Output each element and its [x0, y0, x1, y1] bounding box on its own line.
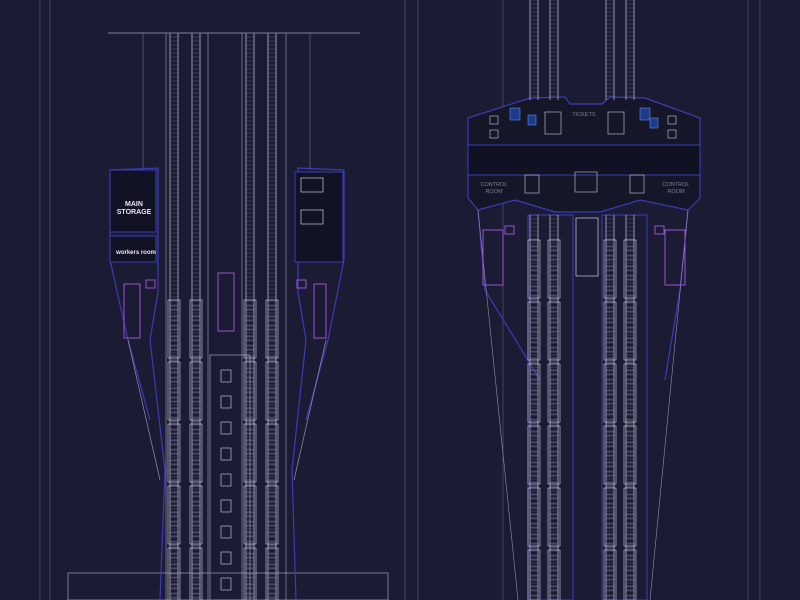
track-right-top-1	[549, 0, 559, 100]
train-car	[527, 549, 541, 600]
train-car	[189, 485, 203, 545]
track-right-top-0	[529, 0, 539, 100]
track-right-top-2	[605, 0, 615, 100]
storage-slot	[220, 499, 232, 513]
train-car	[547, 487, 561, 547]
train-car	[243, 361, 257, 421]
train-car	[243, 485, 257, 545]
train-car	[623, 425, 637, 485]
train-car	[623, 239, 637, 299]
train-car	[527, 239, 541, 299]
train-car	[265, 361, 279, 421]
storage-slot	[220, 421, 232, 435]
track-right-top-3	[625, 0, 635, 100]
train-car	[527, 363, 541, 423]
train-car	[243, 299, 257, 359]
right-plan: TICKETS CONTROL ROOM CONTROL ROOM	[467, 0, 701, 600]
train-car	[167, 485, 181, 545]
track-left-3	[265, 32, 279, 600]
workers-room-label: workers room	[115, 250, 156, 256]
track-right-0	[527, 214, 541, 600]
train-car	[189, 361, 203, 421]
train-car	[623, 549, 637, 600]
train-car	[603, 487, 617, 547]
control-room-left-label-1: CONTROL	[481, 182, 508, 188]
train-car	[603, 301, 617, 361]
train-car	[167, 547, 181, 600]
frame-lines	[39, 0, 761, 600]
train-car	[623, 487, 637, 547]
train-car	[167, 361, 181, 421]
train-car	[547, 425, 561, 485]
storage-slot	[220, 577, 232, 591]
control-room-right-label-1: CONTROL	[663, 182, 690, 188]
track-left-0	[167, 32, 181, 600]
train-car	[527, 425, 541, 485]
train-car	[243, 547, 257, 600]
tracks-left	[165, 32, 287, 600]
train-car	[623, 363, 637, 423]
train-car	[547, 239, 561, 299]
control-room-right-label-2: ROOM	[667, 189, 685, 195]
track-left-2	[243, 32, 257, 600]
train-car	[527, 487, 541, 547]
train-car	[603, 239, 617, 299]
train-car	[265, 423, 279, 483]
train-car	[265, 299, 279, 359]
train-car	[167, 299, 181, 359]
track-right-1	[547, 214, 561, 600]
main-storage-label-1: MAIN	[125, 201, 143, 208]
train-car	[547, 549, 561, 600]
control-room-left-label-2: ROOM	[485, 189, 503, 195]
storage-slot	[220, 395, 232, 409]
train-car	[265, 485, 279, 545]
train-car	[189, 299, 203, 359]
tracks-right	[527, 0, 637, 600]
train-car	[189, 423, 203, 483]
train-car	[243, 423, 257, 483]
left-plan: MAIN STORAGE workers room	[67, 32, 389, 600]
main-storage-label-2: STORAGE	[117, 209, 152, 216]
storage-slot	[220, 525, 232, 539]
track-right-3	[623, 214, 637, 600]
tickets-label: TICKETS	[572, 112, 596, 118]
train-car	[189, 547, 203, 600]
track-left-1	[189, 32, 203, 600]
train-car	[547, 363, 561, 423]
track-right-2	[603, 214, 617, 600]
train-car	[265, 547, 279, 600]
storage-slot	[220, 447, 232, 461]
train-car	[623, 301, 637, 361]
train-car	[547, 301, 561, 361]
train-car	[603, 363, 617, 423]
storage-slot	[220, 369, 232, 383]
storage-slot	[220, 551, 232, 565]
train-car	[527, 301, 541, 361]
storage-slot	[220, 473, 232, 487]
train-car	[167, 423, 181, 483]
train-car	[603, 549, 617, 600]
train-car	[603, 425, 617, 485]
